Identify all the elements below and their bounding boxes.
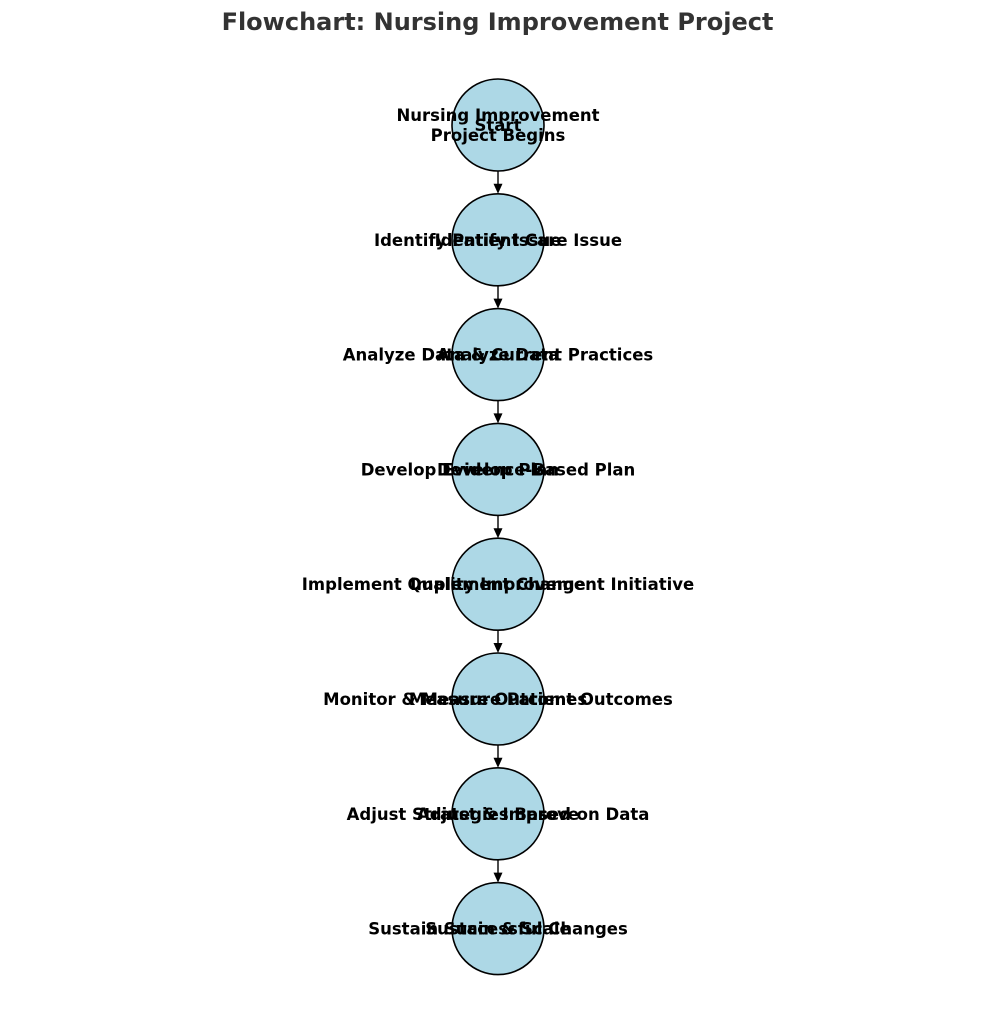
- edges-layer: [493, 171, 503, 883]
- node-label-identify-0: Identify Issue: [435, 231, 562, 250]
- node-label-develop-0: Develop Plan: [437, 460, 559, 479]
- arrowhead-monitor-adjust: [493, 757, 503, 768]
- node-label-adjust-0: Adjust & Improve: [417, 805, 579, 824]
- node-sustain: [451, 881, 545, 976]
- arrowhead-adjust-sustain: [493, 872, 503, 883]
- node-label-implement-0: Implement Change: [410, 575, 586, 594]
- node-label-sustain-1: Sustain Successful Changes: [368, 920, 628, 939]
- node-start: [451, 78, 545, 172]
- diagram-title: Flowchart: Nursing Improvement Project: [222, 8, 774, 36]
- node-analyze: [451, 307, 545, 402]
- node-label-sustain-0: Sustain & Scale: [425, 920, 570, 939]
- node-label-monitor-0: Measure Outcomes: [409, 690, 588, 709]
- arrowhead-identify-analyze: [493, 298, 503, 309]
- node-label-develop-1: Develop Evidence-Based Plan: [361, 460, 636, 479]
- arrowhead-implement-monitor: [493, 643, 503, 653]
- node-monitor: [451, 652, 545, 746]
- nodes-layer: [451, 78, 545, 976]
- node-label-start-0: Start: [475, 116, 522, 135]
- node-adjust: [451, 766, 545, 861]
- arrowhead-develop-implement: [493, 528, 503, 539]
- node-label-implement-1: Implement Quality Improvement Initiative: [302, 575, 694, 594]
- node-implement: [451, 537, 545, 632]
- node-label-adjust-1: Adjust Strategies Based on Data: [347, 805, 650, 824]
- arrowhead-start-identify: [493, 183, 503, 194]
- node-label-monitor-1: Monitor & Measure Patient Outcomes: [323, 690, 673, 709]
- node-develop: [451, 422, 545, 517]
- arrowhead-analyze-develop: [493, 413, 503, 424]
- node-label-identify-1: Identify Patient Care Issue: [374, 231, 622, 250]
- node-identify: [451, 193, 545, 287]
- node-label-analyze-0: Analyze Data: [437, 346, 559, 365]
- node-label-analyze-1: Analyze Data & Current Practices: [343, 346, 654, 365]
